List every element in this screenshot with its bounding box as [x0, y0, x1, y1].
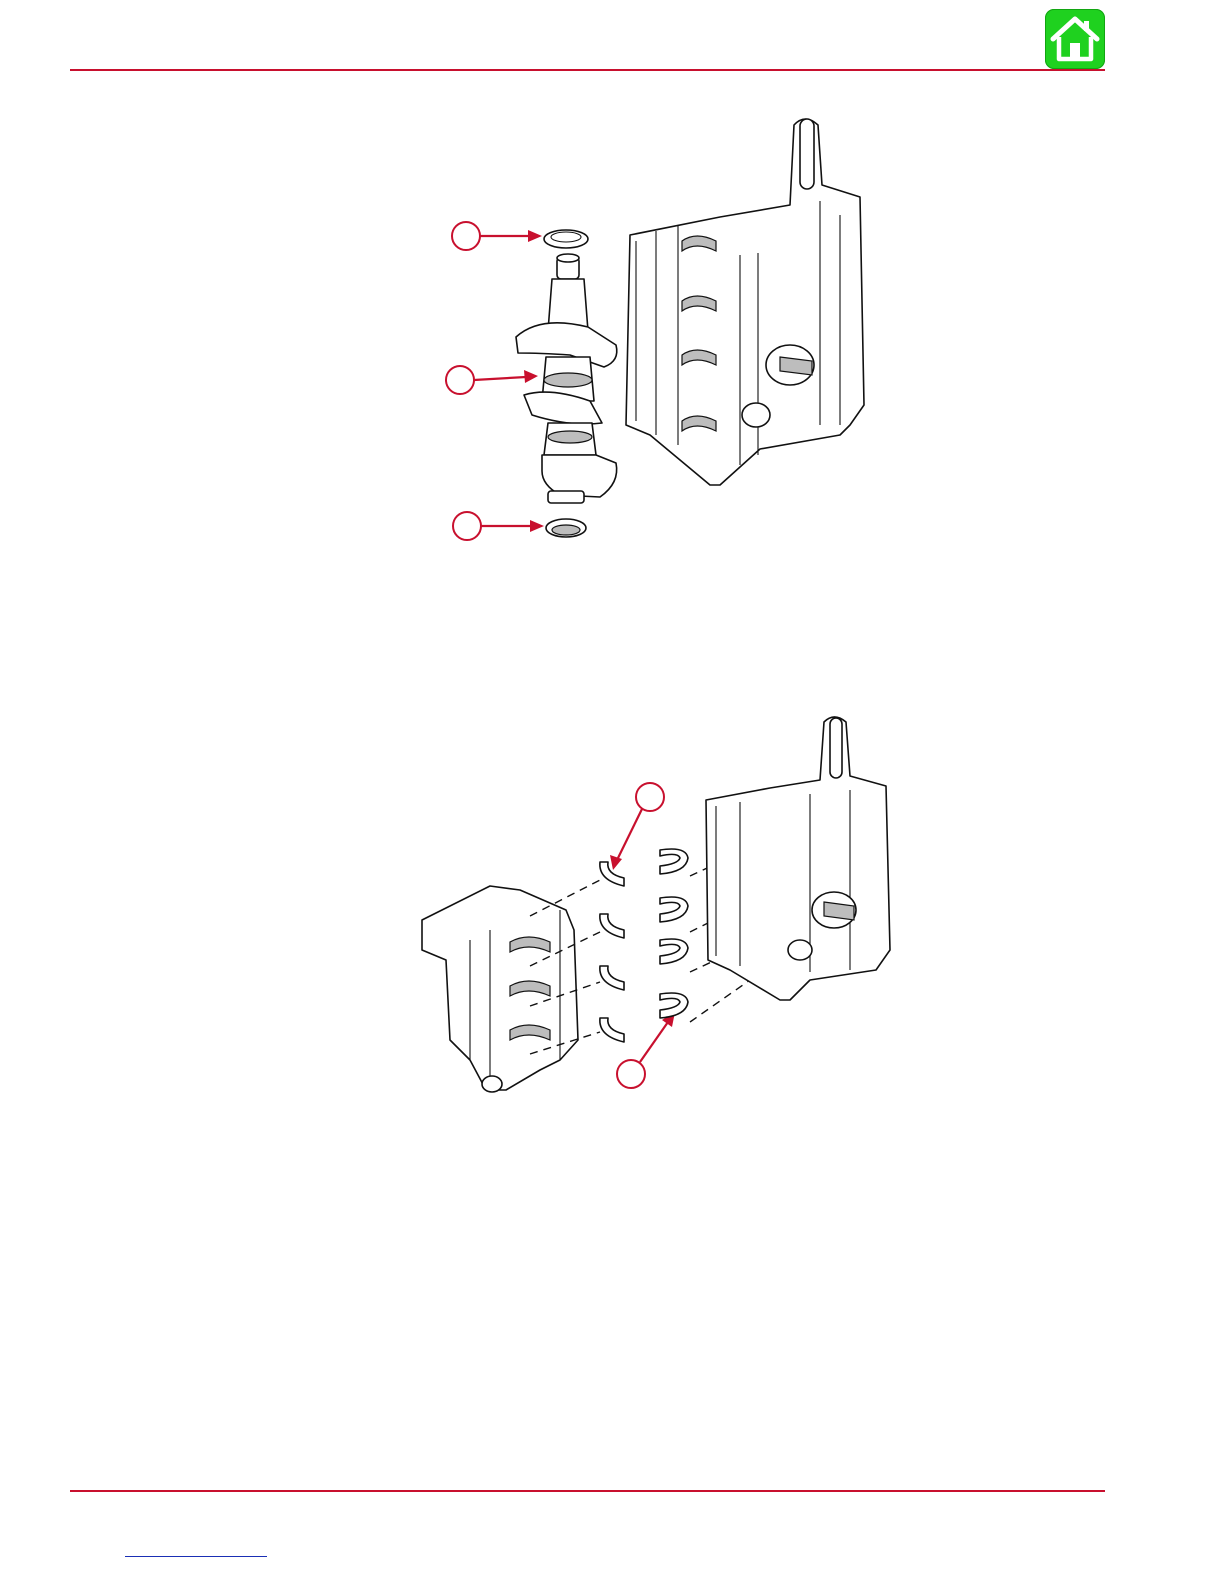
- callout-2: [446, 366, 538, 394]
- cylinder-block-half: [422, 886, 578, 1092]
- footer-rule: [70, 1490, 1105, 1492]
- crankshaft-figure: [420, 105, 890, 565]
- upper-seal: [544, 230, 588, 248]
- crankcase-block-2: [706, 717, 890, 1000]
- home-button[interactable]: [1045, 9, 1105, 69]
- upper-bearing-halves: [600, 862, 624, 1042]
- main-bearing-figure: [410, 710, 900, 1110]
- lower-bearing-halves: [660, 849, 688, 1018]
- footer-link[interactable]: [125, 1556, 267, 1557]
- callout-4: [610, 783, 664, 870]
- callout-3: [453, 512, 544, 540]
- crankcase-block: [626, 119, 864, 485]
- header-rule: [70, 69, 1105, 71]
- home-icon: [1045, 9, 1105, 69]
- callout-1: [452, 222, 542, 250]
- lower-seal: [546, 519, 586, 537]
- callout-5: [617, 1012, 675, 1088]
